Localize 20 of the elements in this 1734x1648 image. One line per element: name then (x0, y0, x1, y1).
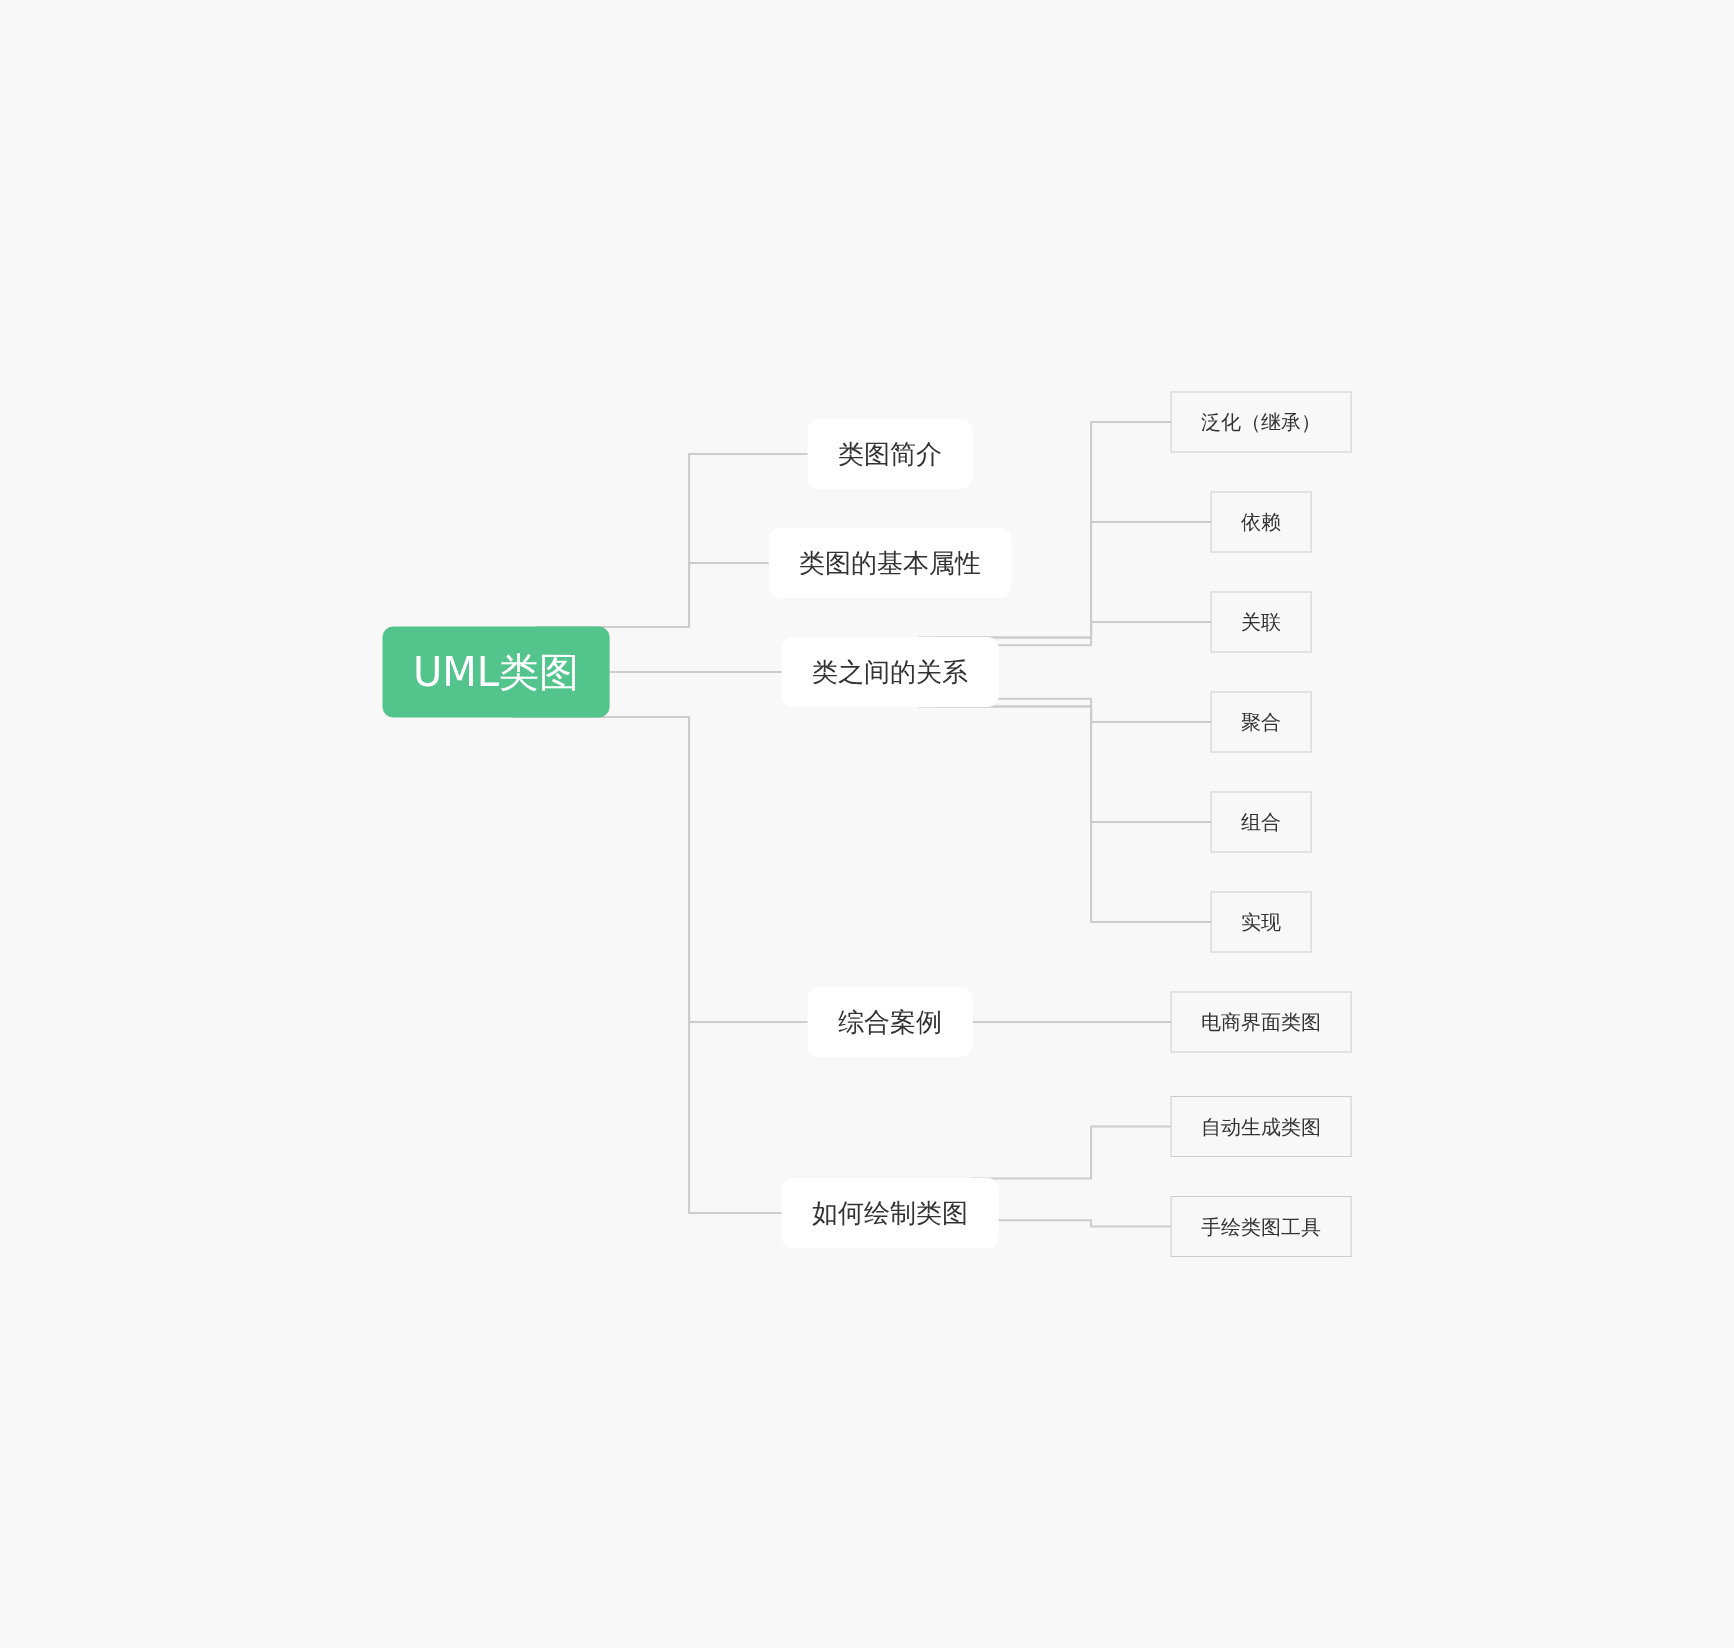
connector (997, 697, 1213, 723)
connector (997, 620, 1213, 646)
node-box: 泛化（继承） (1170, 391, 1352, 453)
connector (997, 1219, 1173, 1228)
node-box: 如何绘制类图 (781, 1177, 999, 1248)
connector (608, 670, 784, 673)
node-box: 类图的基本属性 (768, 527, 1012, 598)
node-box: 类图简介 (807, 418, 973, 489)
node-box: 聚合 (1210, 691, 1312, 753)
node-box: 综合案例 (807, 986, 973, 1057)
node-box: 依赖 (1210, 491, 1312, 553)
node-box: 手绘类图工具 (1170, 1195, 1352, 1257)
node-box: 类之间的关系 (781, 636, 999, 707)
connector (971, 1020, 1173, 1023)
node-box: 组合 (1210, 791, 1312, 853)
node-box: 实现 (1210, 891, 1312, 953)
node-box: 关联 (1210, 591, 1312, 653)
node-box: 电商界面类图 (1170, 991, 1352, 1053)
node-box: UML类图 (382, 626, 610, 718)
node-box: 自动生成类图 (1170, 1095, 1352, 1157)
